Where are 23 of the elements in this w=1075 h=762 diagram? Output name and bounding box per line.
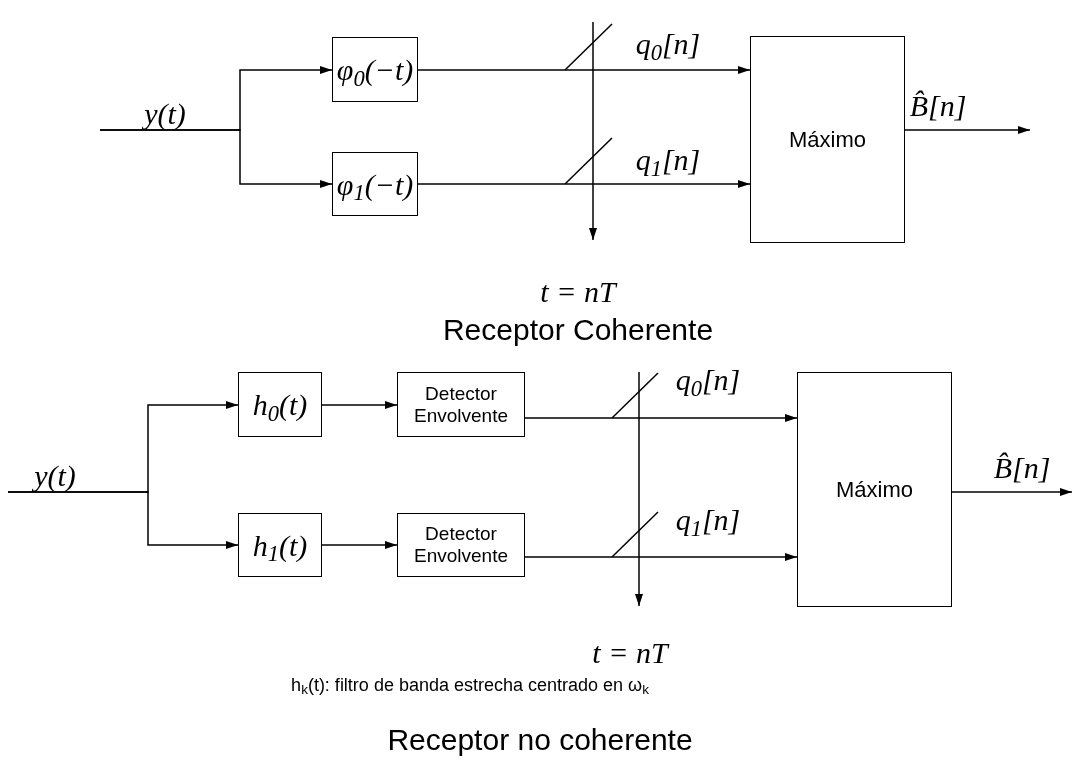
arrow xyxy=(904,126,1031,134)
arrow xyxy=(321,541,398,549)
block-box: h$_{1}$(t) xyxy=(238,513,322,577)
block-box: Máximo xyxy=(750,36,905,243)
arrow xyxy=(524,553,798,561)
block-box: Máximo xyxy=(797,372,952,607)
arrow xyxy=(7,491,239,549)
arrow xyxy=(321,401,398,409)
block-box: φ$_{0}$(−t) xyxy=(332,37,418,102)
caption-text: h$_{k}$(t): filtro de banda estrecha centrado en ω$_{k}$ xyxy=(291,676,649,694)
arrow xyxy=(524,414,798,422)
sampling-label: t = nT xyxy=(592,638,668,668)
arrow xyxy=(417,180,751,188)
arrow xyxy=(951,488,1073,496)
block-box: Detector Envolvente xyxy=(397,372,525,437)
caption-text: Receptor no coherente xyxy=(387,725,693,755)
arrow xyxy=(99,129,333,188)
sampling-label: t = nT xyxy=(540,277,616,307)
block-box: h$_{0}$(t) xyxy=(238,372,322,437)
block-box: Detector Envolvente xyxy=(397,513,525,577)
block-box: φ$_{1}$(−t) xyxy=(332,152,418,216)
arrow xyxy=(417,66,751,74)
caption-text: Receptor Coherente xyxy=(442,315,714,345)
